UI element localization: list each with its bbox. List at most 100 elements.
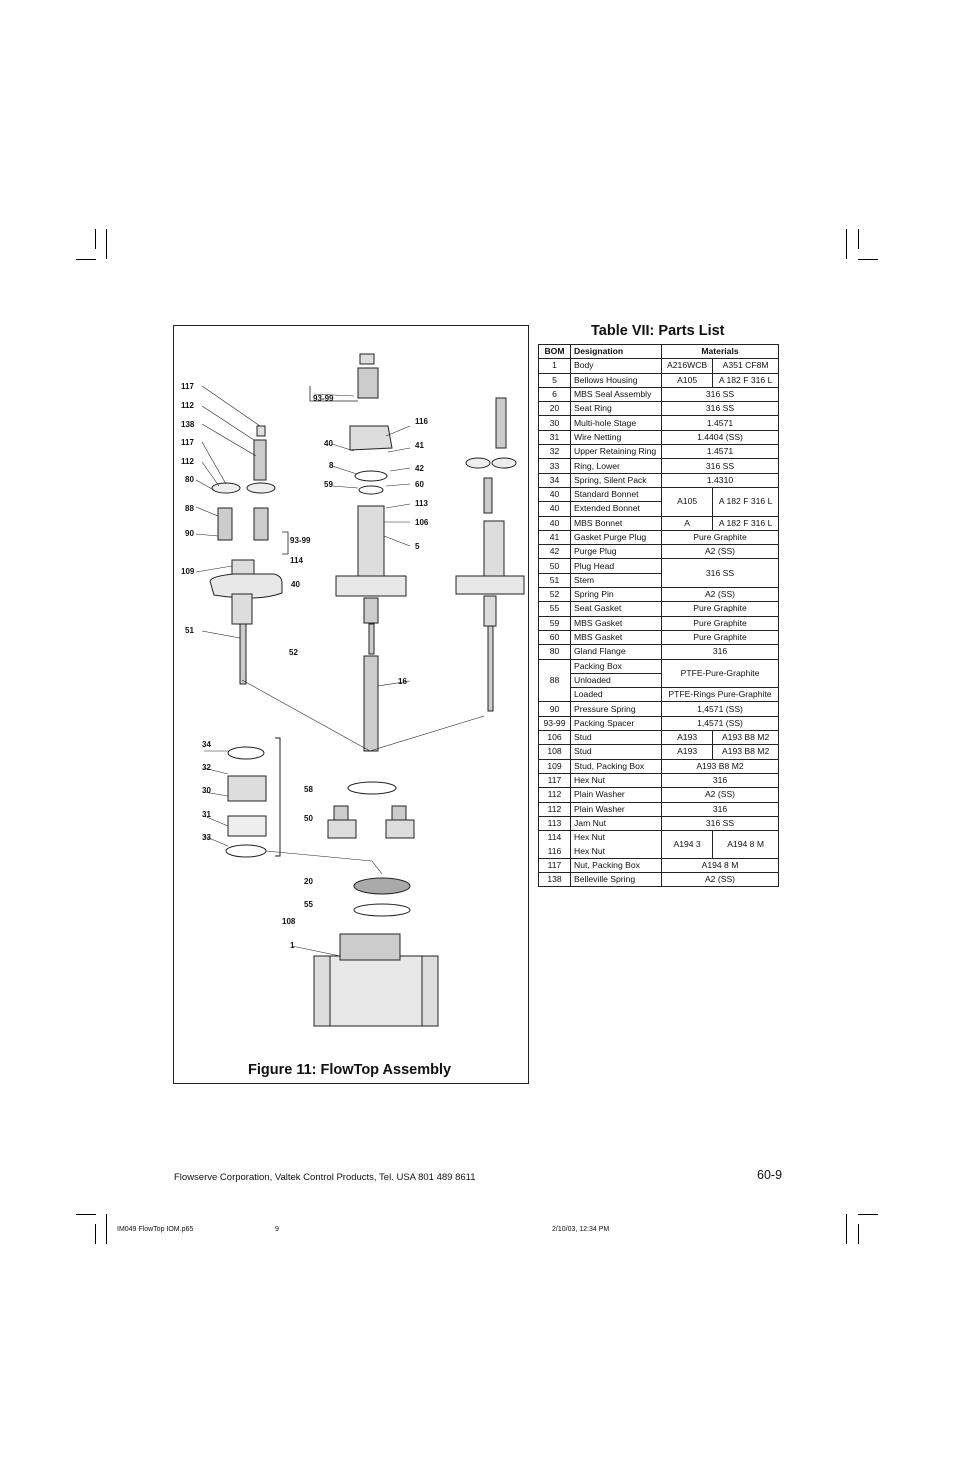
figure-caption: Figure 11: FlowTop Assembly <box>248 1062 452 1078</box>
bom-cell: 33 <box>538 458 571 474</box>
callout-label: 42 <box>415 464 424 473</box>
packing-stack-left <box>211 425 276 541</box>
material-cell: A 182 F 316 L <box>712 515 779 531</box>
callout-label: 90 <box>185 529 194 538</box>
table-row: 90 Pressure Spring 1,4571 (SS) <box>538 701 779 717</box>
callout-label: 117 <box>181 438 194 447</box>
leader-lines <box>195 385 485 957</box>
designation-cell: Extended Bonnet <box>570 501 662 517</box>
material-cell: A2 (SS) <box>661 544 779 560</box>
callout-label: 108 <box>282 917 296 926</box>
material-cell: Pure Graphite <box>661 615 779 631</box>
slug-date: 2/10/03, 12:34 PM <box>552 1226 610 1233</box>
material-cell: 316 <box>661 644 779 660</box>
bom-cell: 40 <box>538 486 571 503</box>
bom-cell: 108 <box>538 744 571 760</box>
material-cell: 316 <box>661 772 779 789</box>
material-cell: 1,4571 (SS) <box>661 715 779 732</box>
designation-cell: Spring, Silent Pack <box>570 472 662 488</box>
designation-cell: Stem <box>570 572 662 589</box>
designation-cell: Belleville Spring <box>570 871 662 888</box>
designation-cell: Spring Pin <box>570 587 662 603</box>
callout-label: 112 <box>181 457 194 466</box>
callout-label: 55 <box>304 900 313 909</box>
designation-cell: Seat Ring <box>570 401 662 417</box>
callout-label: 106 <box>415 518 429 527</box>
designation-subcell: Unloaded <box>570 672 662 689</box>
callout-label: 116 <box>415 417 428 426</box>
table-row: 40 MBS Bonnet A A 182 F 316 L <box>538 515 779 531</box>
designation-cell: MBS Gasket <box>570 615 662 631</box>
parts-table: BOM Designation Materials 1 Body A216WCB… <box>538 343 779 888</box>
material-cell: 1.4571 <box>661 444 779 460</box>
material-cell: A351 CF8M <box>712 358 779 374</box>
callout-label: 34 <box>202 740 211 749</box>
table-row: 59 MBS Gasket Pure Graphite <box>538 615 779 631</box>
table-row: 6 MBS Seal Assembly 316 SS <box>538 386 779 403</box>
table-row: 117 Hex Nut 316 <box>538 772 779 789</box>
callout-label: 40 <box>291 580 300 589</box>
bom-cell: 5 <box>538 372 571 388</box>
callout-label: 33 <box>202 833 211 842</box>
callout-label: 113 <box>415 499 428 508</box>
bom-cell: 55 <box>538 601 571 617</box>
bom-cell: 51 <box>538 572 571 589</box>
designation-cell: Packing Spacer <box>570 715 662 732</box>
designation-cell: Nut, Packing Box <box>570 857 662 873</box>
callout-label: 52 <box>289 648 298 657</box>
bom-cell: 117 <box>538 857 571 873</box>
designation-cell: Stud <box>570 730 662 746</box>
designation-cell: Body <box>570 358 662 374</box>
callout-label: 40 <box>324 439 333 448</box>
bom-cell: 34 <box>538 472 571 488</box>
designation-cell: Hex Nut <box>570 772 662 789</box>
material-cell: 1,4571 (SS) <box>661 701 779 717</box>
column-header: Materials <box>661 343 779 360</box>
slug-filename: IM049 FlowTop IOM.p65 <box>117 1226 194 1233</box>
table-row: 109 Stud, Packing Box A193 B8 M2 <box>538 758 779 774</box>
bom-cell: 113 <box>538 815 571 832</box>
bom-cell: 31 <box>538 429 571 446</box>
bonnet-center <box>335 353 407 752</box>
bom-cell: 116 <box>538 844 571 859</box>
designation-cell: MBS Seal Assembly <box>570 386 662 403</box>
bom-cell: 59 <box>538 615 571 631</box>
column-header: Designation <box>570 343 662 360</box>
bom-cell: 6 <box>538 386 571 403</box>
material-cell: Pure Graphite <box>661 529 779 546</box>
bom-cell: 109 <box>538 758 571 774</box>
callout-label: 51 <box>185 626 194 635</box>
callout-label: 20 <box>304 877 313 886</box>
material-cell: 1.4571 <box>661 415 779 431</box>
table-row: 80 Gland Flange 316 <box>538 644 779 660</box>
bom-cell: 60 <box>538 629 571 646</box>
designation-cell: Pressure Spring <box>570 701 662 717</box>
material-cell: PTFE-Pure-Graphite <box>661 658 779 689</box>
callout-label: 80 <box>185 475 194 484</box>
designation-cell: Plain Washer <box>570 801 662 817</box>
column-header: BOM <box>538 343 571 360</box>
table-row: 52 Spring Pin A2 (SS) <box>538 587 779 603</box>
material-cell: 316 SS <box>661 386 779 403</box>
material-cell: A194 8 M <box>661 857 779 873</box>
seat-ring <box>353 877 411 917</box>
designation-cell: Seat Gasket <box>570 601 662 617</box>
table-header-row: BOM Designation Materials <box>538 343 779 360</box>
callout-label: 32 <box>202 763 211 772</box>
designation-cell: Standard Bonnet <box>570 486 662 503</box>
material-cell: A193 <box>660 744 714 760</box>
callout-label: 88 <box>185 504 194 513</box>
designation-cell: Ring, Lower <box>570 458 662 474</box>
material-cell: A105 <box>660 372 714 388</box>
material-cell: Pure Graphite <box>661 601 779 617</box>
callout-label: 117 <box>181 382 194 391</box>
bom-cell: 52 <box>538 587 571 603</box>
bom-cell: 80 <box>538 644 571 660</box>
callout-label: 50 <box>304 814 313 823</box>
callout-label: 112 <box>181 401 194 410</box>
designation-cell: Stud <box>570 744 662 760</box>
table-row: 33 Ring, Lower 316 SS <box>538 458 779 474</box>
designation-cell: Multi-hole Stage <box>570 415 662 431</box>
callout-label: 93-99 <box>313 394 334 403</box>
material-cell: A <box>660 515 714 531</box>
